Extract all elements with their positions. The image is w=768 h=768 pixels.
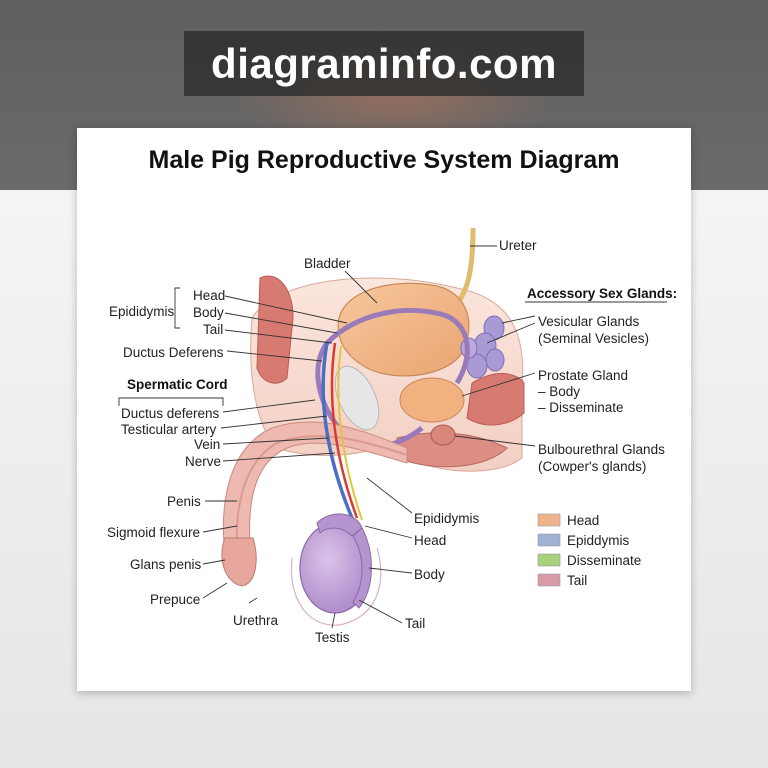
scrotum-outline <box>290 547 382 626</box>
label-testicular-artery: Testicular artery <box>121 422 217 437</box>
label-epididymis-body: Body <box>193 305 224 320</box>
label-accessory-title: Accessory Sex Glands: <box>527 286 677 301</box>
label-ductus-deferens: Ductus Deferens <box>123 345 224 360</box>
epididymis-body <box>352 527 372 609</box>
testicular-vein <box>321 342 354 519</box>
label-ureter: Ureter <box>499 238 537 253</box>
prostate-gland <box>399 377 465 423</box>
label-epididymis-tail: Tail <box>203 322 223 337</box>
label-bulbourethral-2: (Cowper's glands) <box>538 459 646 474</box>
glans-penis <box>221 537 257 587</box>
diagram-title: Male Pig Reproductive System Diagram <box>148 146 620 174</box>
label-spermatic-cord: Spermatic Cord <box>127 377 228 392</box>
label-lower-epididymis: Epididymis <box>414 511 480 526</box>
legend: Head Epiddymis Disseminate Tail <box>537 513 641 588</box>
legend-label-head: Head <box>567 513 599 528</box>
legend-label-epiddymis: Epiddymis <box>567 533 630 548</box>
bulbourethral-gland <box>430 424 456 446</box>
label-epididymis-head: Head <box>193 288 225 303</box>
diagram-card: Male Pig Reproductive System Diagram <box>77 128 691 691</box>
pelvic-muscle-right <box>466 373 525 426</box>
label-prepuce: Prepuce <box>150 592 200 607</box>
legend-swatch-tail <box>537 573 561 587</box>
label-vesicular-1: Vesicular Glands <box>538 314 640 329</box>
label-urethra: Urethra <box>233 613 279 628</box>
label-vesicular-2: (Seminal Vesicles) <box>538 331 649 346</box>
label-glans-penis: Glans penis <box>130 557 202 572</box>
label-prostate: Prostate Gland <box>538 368 628 383</box>
label-lower-body: Body <box>414 567 445 582</box>
label-vein: Vein <box>194 437 220 452</box>
label-bulbourethral-1: Bulbourethral Glands <box>538 442 665 457</box>
legend-swatch-epiddymis <box>537 533 561 547</box>
anatomy-diagram: Ureter Bladder Epididymis Head Body Tail… <box>107 227 677 645</box>
label-cord-ductus: Ductus deferens <box>121 406 220 421</box>
leader-lines <box>118 245 667 629</box>
legend-label-tail: Tail <box>567 573 587 588</box>
legend-label-disseminate: Disseminate <box>567 553 641 568</box>
watermark-banner: diagraminfo.com <box>184 31 584 96</box>
label-prostate-body: – Body <box>538 384 580 399</box>
ampulla <box>334 365 380 431</box>
label-bladder: Bladder <box>304 256 351 271</box>
label-lower-head: Head <box>414 533 446 548</box>
legend-swatch-disseminate <box>537 553 561 567</box>
legend-swatch-head <box>537 513 561 527</box>
label-prostate-disseminate: – Disseminate <box>538 400 624 415</box>
nerve <box>337 345 363 521</box>
label-sigmoid-flexure: Sigmoid flexure <box>107 525 200 540</box>
testicular-artery <box>330 342 359 519</box>
pelvic-muscle-left <box>256 275 294 384</box>
bladder <box>337 282 470 377</box>
label-lower-tail: Tail <box>405 616 425 631</box>
label-nerve: Nerve <box>185 454 221 469</box>
label-testis: Testis <box>315 630 350 645</box>
label-epididymis: Epididymis <box>109 304 175 319</box>
epididymis-head <box>316 513 363 537</box>
penis-urethra-line <box>235 435 408 569</box>
label-penis: Penis <box>167 494 201 509</box>
